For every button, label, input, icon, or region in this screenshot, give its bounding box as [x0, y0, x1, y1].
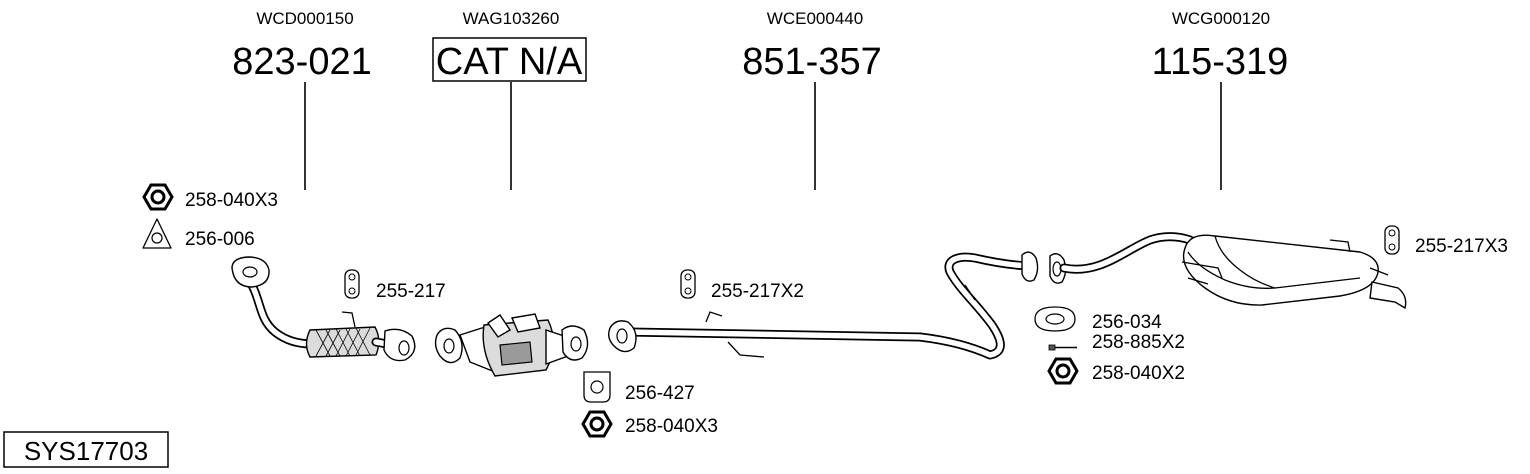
nut-icon	[1047, 357, 1079, 385]
cat-na-box	[432, 37, 587, 82]
accessory-256-427[interactable]: 256-427	[625, 383, 695, 404]
accessory-255-217[interactable]: 255-217	[376, 281, 446, 302]
middle-pipe	[607, 251, 1039, 360]
nut-icon	[142, 183, 174, 211]
part-number-115-319[interactable]: 115-319	[1152, 41, 1289, 83]
code-wag103260: WAG103260	[463, 9, 560, 28]
code-wce000440: WCE000440	[767, 9, 863, 28]
accessory-258-885x2[interactable]: 258-885X2	[1092, 332, 1185, 353]
accessory-258-040x3-bottom[interactable]: 258-040X3	[625, 416, 718, 437]
accessory-258-040x3-top[interactable]: 258-040X3	[185, 190, 278, 211]
oval-gasket-icon	[1034, 306, 1076, 332]
system-id-box	[3, 431, 169, 468]
catalytic-converter	[434, 313, 589, 377]
rubber-hanger-icon	[344, 269, 360, 299]
accessory-255-217x3[interactable]: 255-217X3	[1415, 236, 1508, 257]
part-number-823-021[interactable]: 823-021	[232, 41, 371, 83]
gasket-triangle-icon	[142, 218, 172, 249]
accessory-256-034[interactable]: 256-034	[1092, 312, 1162, 333]
accessory-255-217x2[interactable]: 255-217X2	[711, 281, 804, 302]
rubber-hanger-icon	[680, 269, 696, 299]
rubber-hanger-icon	[1384, 225, 1400, 255]
code-wcg000120: WCG000120	[1172, 9, 1270, 28]
part-number-cat-na[interactable]: CAT N/A	[436, 41, 583, 83]
part-number-851-357[interactable]: 851-357	[742, 41, 881, 83]
accessory-256-006[interactable]: 256-006	[185, 229, 255, 250]
rear-silencer	[1049, 232, 1407, 310]
accessory-258-040x2[interactable]: 258-040X2	[1092, 363, 1185, 384]
bolt-icon	[1048, 344, 1077, 351]
front-pipe	[231, 256, 416, 362]
nut-icon	[581, 410, 613, 438]
code-wcd000150: WCD000150	[256, 9, 353, 28]
system-id: SYS17703	[24, 436, 148, 466]
gasket-icon	[583, 371, 611, 403]
